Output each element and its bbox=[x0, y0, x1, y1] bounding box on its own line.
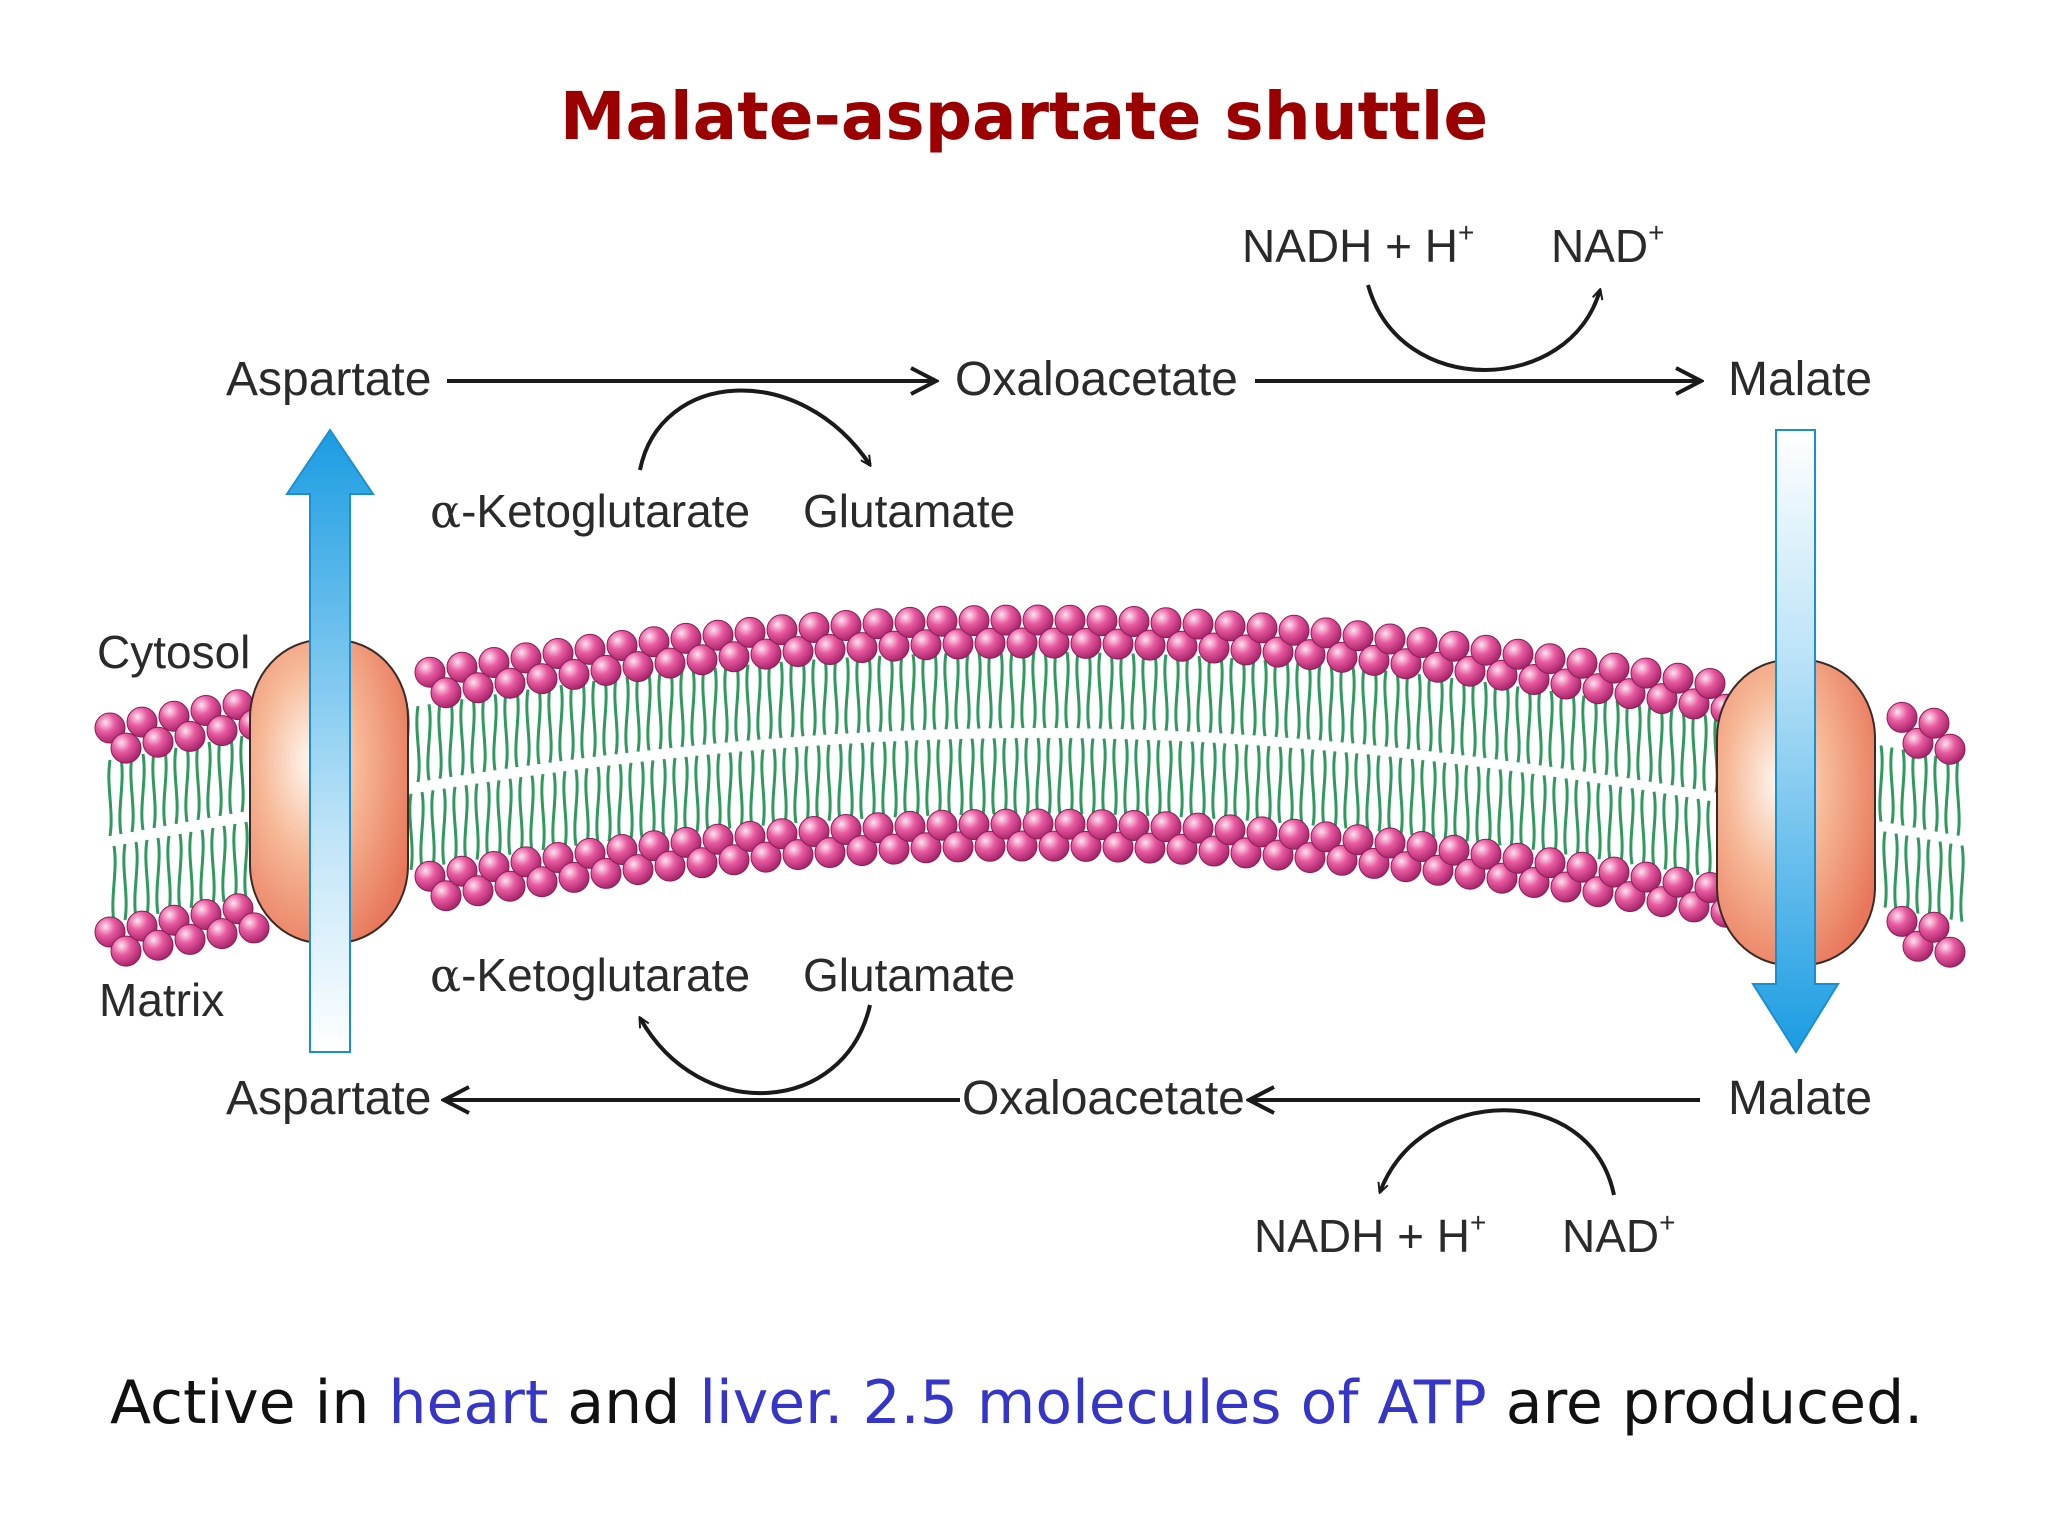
ketoglutarate-to-glutamate-curve bbox=[638, 388, 870, 471]
bottom-nadh-label: NADH + H+ bbox=[1254, 1207, 1486, 1262]
bottom-malate-label: Malate bbox=[1728, 1072, 1872, 1125]
bottom-nad-label: NAD+ bbox=[1562, 1207, 1675, 1262]
top-ketoglutarate-label: α-Ketoglutarate bbox=[430, 484, 750, 538]
cytosol-label: Cytosol bbox=[97, 626, 250, 678]
slide-title: Malate-aspartate shuttle bbox=[559, 78, 1489, 155]
top-aspartate-label: Aspartate bbox=[226, 353, 431, 406]
top-nad-label: NAD+ bbox=[1551, 217, 1664, 272]
lipid-tails bbox=[107, 651, 1965, 923]
bottom-oxaloacetate-label: Oxaloacetate bbox=[962, 1072, 1245, 1125]
caption-liver-atp: liver. 2.5 molecules of ATP bbox=[699, 1368, 1487, 1438]
caption-text-2: and bbox=[548, 1368, 700, 1438]
top-glutamate-label: Glutamate bbox=[803, 485, 1015, 537]
lipid-bilayer-membrane bbox=[94, 604, 1966, 968]
top-oxaloacetate-label: Oxaloacetate bbox=[955, 353, 1238, 406]
lipid-heads-matrix-side bbox=[94, 808, 1966, 968]
bottom-nad-to-nadh-curve bbox=[1380, 1108, 1616, 1196]
bottom-glutamate-label: Glutamate bbox=[803, 949, 1015, 1001]
aspartate-export-arrow bbox=[285, 428, 375, 1053]
top-nadh-label: NADH + H+ bbox=[1242, 217, 1474, 272]
glutamate-to-ketoglutarate-curve bbox=[638, 1004, 872, 1095]
bottom-ketoglutarate-label: α-Ketoglutarate bbox=[430, 948, 750, 1002]
bottom-aspartate-label: Aspartate bbox=[226, 1072, 431, 1125]
top-nadh-to-nad-curve bbox=[1366, 284, 1600, 372]
top-malate-label: Malate bbox=[1728, 353, 1872, 406]
caption-text-3: are produced. bbox=[1486, 1368, 1924, 1438]
summary-caption: Active in heart and liver. 2.5 molecules… bbox=[110, 1368, 1923, 1438]
matrix-label: Matrix bbox=[99, 974, 224, 1026]
caption-heart: heart bbox=[388, 1368, 549, 1438]
malate-import-arrow bbox=[1751, 429, 1840, 1054]
caption-text-1: Active in bbox=[110, 1368, 389, 1438]
